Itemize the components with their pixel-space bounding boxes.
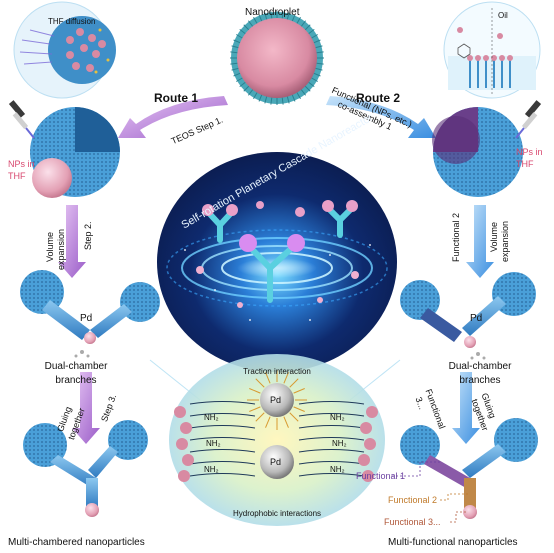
bonding-detail [149,354,401,526]
multi-chambered-particle [23,420,148,517]
traction-label: Traction interaction [243,367,311,376]
nps-in-left: NPs in [8,159,35,169]
volume-right-2: expansion [500,220,510,262]
dual-chamber-left-2: branches [55,375,97,386]
thf-right: THF [516,159,534,169]
nh2-r3: NH₂ [330,465,345,474]
right-dual-chamber [400,272,536,360]
route2-label: Route 2 [356,91,401,105]
multi-chambered-caption: Multi-chambered nanoparticles [8,537,145,548]
right-hollow-sphere [432,107,523,197]
step2-arrow-right [466,205,494,278]
pd-center-top: Pd [270,395,282,405]
step2-label: Step 2. [83,221,93,250]
oil-label: Oil [498,11,508,20]
pd-right-label: Pd [470,313,483,324]
left-hollow-sphere [30,107,120,198]
step3-arrow-left [72,372,100,444]
nps-in-right: NPs in [516,147,543,157]
step2-arrow-left [58,205,86,278]
nanodroplet-sphere [230,11,324,105]
thf-diffusion-inset [13,1,116,99]
dual-chamber-right-1: Dual-chamber [448,361,512,372]
hydrophobic-label: Hydrophobic interactions [232,509,322,518]
route1-arrow [118,96,228,138]
nh2-l2: NH₂ [206,439,221,448]
nanodroplet-label: Nanodroplet [245,7,300,18]
pd-left-label: Pd [80,313,93,324]
thf-diffusion-label: THF diffusion [48,17,96,26]
functional-3-label: Functional 3... [384,517,441,527]
right-dropper [515,100,542,139]
pd-center-bottom: Pd [270,457,282,467]
nh2-l1: NH₂ [204,413,219,422]
route2-arrow [326,96,436,138]
volume-right-1: Volume [489,221,499,252]
nh2-l3: NH₂ [204,465,219,474]
step3-arrow-right [452,372,480,444]
oil-inset [443,1,541,99]
left-dropper [8,100,35,139]
thf-left: THF [8,171,26,181]
dual-chamber-right-2: branches [459,375,501,386]
nh2-r2: NH₂ [332,439,347,448]
functional-2-label: Functional 2 [388,495,438,505]
central-galaxy [157,152,397,372]
nh2-r1: NH₂ [330,413,345,422]
multi-functional-caption: Multi-functional nanoparticles [388,537,518,548]
left-dual-chamber [20,270,160,358]
multi-functional-particle [392,418,538,523]
functional2-label: Functional 2 [451,212,461,262]
route1-label: Route 1 [154,91,199,105]
dual-chamber-left-1: Dual-chamber [44,361,108,372]
volume-left-2: expansion [56,228,66,270]
functional-1-label: Functional 1 [356,471,406,481]
volume-left-1: Volume [45,231,55,262]
